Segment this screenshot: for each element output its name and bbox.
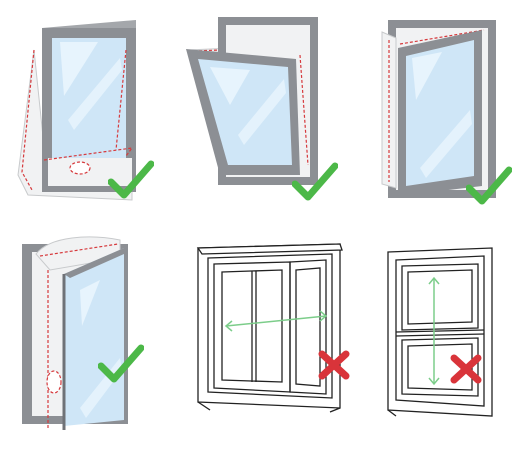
hopper-window-panel xyxy=(180,15,325,200)
sliding-window-drawing xyxy=(196,243,343,413)
cross-icon xyxy=(316,348,352,382)
check-icon xyxy=(292,162,338,202)
casement-window-right-drawing xyxy=(22,236,128,430)
cross-icon xyxy=(448,352,484,386)
check-icon xyxy=(466,166,512,206)
check-icon xyxy=(108,160,154,200)
sliding-window-panel xyxy=(190,242,350,413)
casement-window-left-drawing xyxy=(381,20,496,198)
casement-window-left-panel xyxy=(380,18,500,203)
sash-window-panel xyxy=(384,246,496,418)
check-icon xyxy=(98,344,144,384)
casement-window-right-panel xyxy=(20,230,140,435)
sash-window-drawing xyxy=(387,247,493,417)
awning-window-drawing xyxy=(17,20,136,201)
hopper-window-drawing xyxy=(186,17,318,185)
awning-window-panel xyxy=(8,10,143,201)
